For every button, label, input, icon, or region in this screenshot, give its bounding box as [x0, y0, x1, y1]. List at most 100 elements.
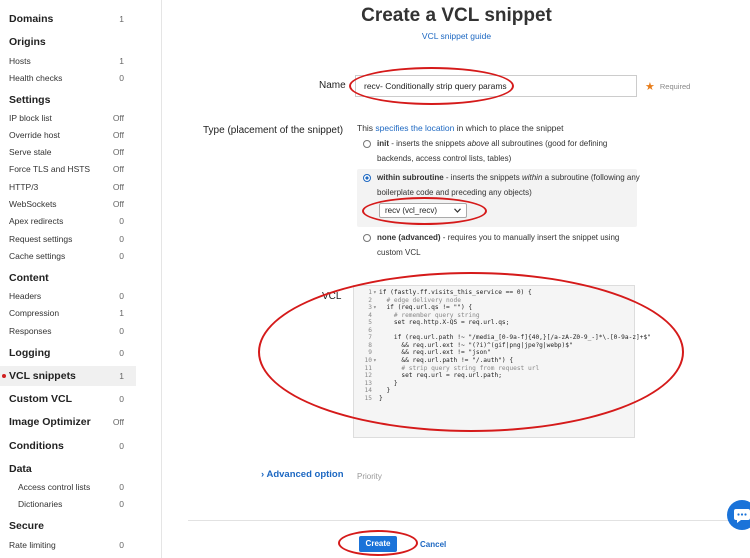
sidebar-item-label: Secure	[9, 520, 45, 532]
code-line: 7 if (req.url.path !~ "/media_[0-9a-f]{4…	[354, 334, 651, 342]
vcl-snippet-guide-link[interactable]: VCL snippet guide	[421, 31, 492, 41]
sidebar-item-label: Cache settings	[9, 251, 66, 261]
sidebar-item-origins[interactable]: Origins	[0, 32, 136, 52]
sidebar-item-domains[interactable]: Domains 1	[0, 9, 136, 29]
sidebar-item-rate-limiting[interactable]: Rate limiting 0	[0, 535, 136, 555]
code-line: 13 }	[354, 380, 398, 388]
radio-none-advanced[interactable]	[363, 234, 371, 242]
line-number: 4	[368, 311, 372, 319]
option-within-title: within subroutine	[377, 173, 444, 182]
sidebar-item-count: 0	[119, 540, 124, 550]
create-button[interactable]: Create	[359, 536, 397, 552]
option-init-text: init - inserts the snippets above all su…	[377, 137, 642, 166]
line-number: 2	[368, 296, 372, 304]
sidebar-item-label: Custom VCL	[9, 393, 72, 405]
sidebar-item-count: 0	[119, 234, 124, 244]
code-text: && req.url.path != "/.auth") {	[379, 356, 514, 364]
line-number: 14	[364, 387, 372, 395]
sidebar-item-count: 0	[119, 73, 124, 83]
sidebar-item-label: Logging	[9, 347, 51, 359]
code-line: 4 # remember query string	[354, 311, 479, 320]
code-text: && req.url.ext !~ "(?i)^(gif|png|jpe?g|w…	[379, 341, 573, 349]
priority-label: Priority	[357, 472, 382, 481]
sidebar-item-count: 1	[119, 14, 124, 24]
line-number: 6	[368, 326, 372, 334]
code-text: set req.url = req.url.path;	[379, 372, 502, 380]
sidebar-item-label: Serve stale	[9, 147, 52, 157]
sidebar-item-count: 0	[119, 326, 124, 336]
sidebar-item-settings[interactable]: Settings	[0, 90, 136, 110]
radio-within-subroutine[interactable]	[363, 174, 371, 182]
code-text: set req.http.X-QS = req.url.qs;	[379, 319, 510, 327]
sidebar-item-label: Settings	[9, 94, 51, 106]
code-text: if (fastly.ff.visits_this_service == 0) …	[379, 289, 532, 296]
subroutine-select-value: recv (vcl_recv)	[385, 206, 438, 215]
sidebar-item-label: Apex redirects	[9, 216, 64, 226]
sidebar-item-count: 0	[119, 499, 124, 509]
option-within-desc-2: a subroutine (following any boilerplate …	[377, 173, 640, 197]
cancel-button[interactable]: Cancel	[420, 540, 447, 549]
sidebar-item-label: Request settings	[9, 234, 73, 244]
sidebar-item-label: Rate limiting	[9, 540, 56, 550]
sidebar-item-request-settings[interactable]: Request settings 0	[0, 229, 136, 249]
option-within-text: within subroutine - inserts the snippets…	[377, 171, 642, 200]
line-number: 15	[364, 394, 372, 402]
code-line: 5 set req.http.X-QS = req.url.qs;	[354, 319, 509, 327]
sidebar-item-content[interactable]: Content	[0, 268, 136, 288]
code-text: if (req.url.qs != "") {	[379, 304, 473, 312]
sidebar-item-count: Off	[112, 113, 124, 123]
code-line: 14 }	[354, 387, 391, 395]
sidebar-item-count: Off	[112, 130, 124, 140]
chevron-right-icon: ›	[261, 469, 265, 480]
specifies-location-link[interactable]: specifies the location	[375, 123, 455, 133]
subroutine-select[interactable]: recv (vcl_recv)	[379, 203, 467, 218]
code-text: # strip query string from request url	[379, 364, 540, 372]
type-label: Type (placement of the snippet)	[203, 125, 344, 136]
chat-button[interactable]	[727, 500, 750, 530]
name-input[interactable]	[355, 75, 637, 97]
sidebar-item-data[interactable]: Data	[0, 459, 136, 479]
code-line: 11 # strip query string from request url	[354, 364, 540, 373]
sidebar-item-force-tls-and-hsts[interactable]: Force TLS and HSTS Off	[0, 159, 136, 179]
option-init-desc-2: all subroutines (good for defining backe…	[377, 139, 608, 163]
sidebar-item-dictionaries[interactable]: Dictionaries 0	[0, 494, 136, 514]
line-number: 1	[368, 289, 372, 296]
sidebar-item-label: Dictionaries	[18, 499, 63, 509]
advanced-option-toggle[interactable]: › Advanced option	[261, 469, 344, 480]
code-line: 15}	[354, 395, 383, 403]
chat-icon	[734, 509, 750, 523]
code-line: 2 # edge delivery node	[354, 297, 461, 305]
main-content: Create a VCL snippet VCL snippet guide N…	[163, 0, 750, 558]
radio-init[interactable]	[363, 140, 371, 148]
sidebar-item-secure[interactable]: Secure	[0, 516, 136, 536]
line-number: 8	[368, 341, 372, 349]
code-line: 3▾ if (req.url.qs != "") {	[354, 304, 472, 312]
sidebar-item-label: Domains	[9, 13, 54, 25]
vcl-code-editor[interactable]: 1▾if (fastly.ff.visits_this_service == 0…	[353, 285, 651, 438]
sidebar-item-count: Off	[112, 164, 124, 174]
option-none-desc: - requires you to manually insert the sn…	[377, 233, 620, 257]
sidebar-item-label: Image Optimizer	[9, 416, 91, 428]
option-within-desc: - inserts the snippets	[443, 173, 522, 182]
sidebar-item-label: Hosts	[9, 56, 31, 66]
sidebar-item-label: Force TLS and HSTS	[9, 164, 91, 174]
